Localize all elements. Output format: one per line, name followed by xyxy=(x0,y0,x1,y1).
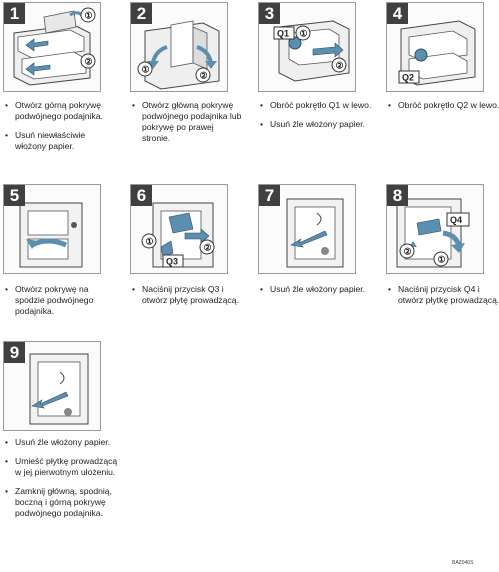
step-2-illustration: 2 ① ② xyxy=(130,2,228,92)
instruction-text: Usuń źle włożony papier. xyxy=(5,437,123,448)
step-number: 7 xyxy=(259,185,280,206)
knob-q1-illustration: Q1 ① ② xyxy=(273,20,350,82)
instruction-text: Usuń źle włożony papier. xyxy=(260,284,372,295)
callout-label: ① xyxy=(300,29,308,39)
step-number: 5 xyxy=(4,185,25,206)
instruction-text: Obróć pokrętło Q1 w lewo. xyxy=(260,100,372,111)
step-number: 8 xyxy=(387,185,408,206)
step-number: 1 xyxy=(4,3,25,24)
tray-unit-illustration: ① ② xyxy=(13,7,96,86)
step-1-illustration: 1 ① ② xyxy=(3,2,101,92)
instruction-text: Otwórz górną pokrywę podwójnego podajnik… xyxy=(5,100,117,122)
step-8-instructions: Naciśnij przycisk Q4 i otwórz płytkę pro… xyxy=(388,284,499,314)
instruction-text: Usuń źle włożony papier. xyxy=(260,119,372,130)
callout-label: ① xyxy=(85,11,93,21)
step-9-instructions: Usuń źle włożony papier. Umieść płytkę p… xyxy=(5,437,123,527)
instruction-text: Otwórz pokrywę na spodzie podwójnego pod… xyxy=(5,284,117,317)
callout-label: Q1 xyxy=(277,29,289,39)
callout-label: Q2 xyxy=(402,73,414,83)
step-9-illustration: 9 xyxy=(3,341,101,431)
step-number: 3 xyxy=(259,3,280,24)
callout-label: ① xyxy=(142,65,150,75)
instruction-text: Naciśnij przycisk Q4 i otwórz płytkę pro… xyxy=(388,284,499,306)
callout-label: ② xyxy=(85,57,93,67)
instruction-text: Usuń niewłaściwie włożony papier. xyxy=(5,130,117,152)
step-4-illustration: 4 Q2 xyxy=(386,2,484,92)
callout-label: ② xyxy=(336,61,344,71)
instruction-text: Otwórz główną pokrywę podwójnego podajni… xyxy=(132,100,244,144)
bottom-cover-illustration xyxy=(19,202,83,268)
figure-code: BAZ046S xyxy=(452,560,474,566)
step-7-instructions: Usuń źle włożony papier. xyxy=(260,284,372,303)
callout-label: ① xyxy=(146,237,154,247)
step-4-instructions: Obróć pokrętło Q2 w lewo. xyxy=(388,100,499,119)
step-8-illustration: 8 Q4 ① ② xyxy=(386,184,484,274)
button-q4-illustration: Q4 ① ② xyxy=(396,198,470,268)
step-3-instructions: Obróć pokrętło Q1 w lewo. Usuń źle włożo… xyxy=(260,100,372,138)
instruction-text: Naciśnij przycisk Q3 i otwórz płytę prow… xyxy=(132,284,244,306)
step-5-instructions: Otwórz pokrywę na spodzie podwójnego pod… xyxy=(5,284,117,325)
callout-label: Q3 xyxy=(166,257,178,267)
remove-paper-illustration xyxy=(286,198,344,268)
step-1-instructions: Otwórz górną pokrywę podwójnego podajnik… xyxy=(5,100,117,160)
remove-paper-bottom-illustration xyxy=(29,353,89,425)
step-number: 6 xyxy=(131,185,152,206)
step-2-instructions: Otwórz główną pokrywę podwójnego podajni… xyxy=(132,100,244,152)
step-6-illustration: 6 ① ② Q3 xyxy=(130,184,228,274)
instruction-text: Zamknij główną, spodnią, boczną i górną … xyxy=(5,486,123,519)
callout-label: Q4 xyxy=(450,215,462,225)
instruction-text: Obróć pokrętło Q2 w lewo. xyxy=(388,100,499,111)
main-cover-illustration: ① ② xyxy=(137,20,220,90)
button-q3-illustration: ① ② Q3 xyxy=(141,202,215,268)
step-6-instructions: Naciśnij przycisk Q3 i otwórz płytę prow… xyxy=(132,284,244,314)
callout-label: ② xyxy=(200,71,208,81)
step-number: 4 xyxy=(387,3,408,24)
callout-label: ① xyxy=(438,255,446,265)
callout-label: ② xyxy=(204,243,212,253)
step-5-illustration: 5 xyxy=(3,184,101,274)
step-3-illustration: 3 Q1 ① ② xyxy=(258,2,356,92)
step-number: 2 xyxy=(131,3,152,24)
step-number: 9 xyxy=(4,342,25,363)
step-7-illustration: 7 xyxy=(258,184,356,274)
knob-q2-illustration: Q2 xyxy=(398,20,476,86)
callout-label: ② xyxy=(404,247,412,257)
instruction-text: Umieść płytkę prowadzącą w jej pierwotny… xyxy=(5,456,123,478)
